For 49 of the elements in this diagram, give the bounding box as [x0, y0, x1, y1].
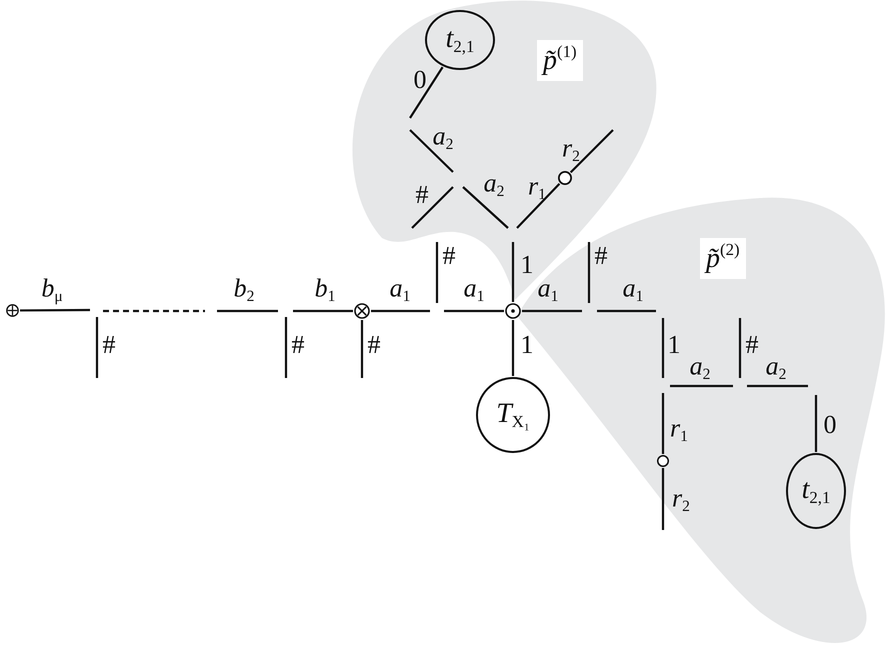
tree-edge: [20, 308, 90, 312]
operator-circle: [505, 303, 521, 319]
tree-edge: [444, 310, 504, 312]
tree-ellipse: t$_{2,1}$: [786, 453, 846, 529]
branch-label: a$_{2}$: [690, 353, 710, 383]
tree-edge: [512, 242, 514, 302]
tree-edge: [409, 66, 444, 119]
branch-label: #: [102, 332, 116, 358]
edge-label: a$_{1}$: [464, 275, 484, 305]
branch-label: a$_{2}$: [432, 123, 454, 153]
operator-circle: [6, 304, 19, 317]
edge-label: #: [368, 332, 380, 358]
tree-edge: [516, 183, 560, 229]
branch-label: a$_{2}$: [766, 353, 786, 383]
operator-circle: [354, 303, 370, 319]
branch-label: a$_{1}$: [622, 275, 644, 305]
tree-edge: [371, 310, 430, 312]
edge-label: r$_{1}$: [670, 415, 688, 445]
edge-label: r$_{2}$: [562, 135, 580, 165]
edge-label: b$_{1}$: [314, 275, 336, 305]
tree-edge: [814, 395, 818, 452]
region-label: p̃$^{(2)}$: [700, 238, 746, 280]
edge-label: r$_{2}$: [672, 485, 690, 515]
tree-ellipse: T$_{X₁}$: [476, 377, 550, 453]
tree-edge: [522, 310, 582, 312]
branch-label: b$_{2}$: [234, 275, 254, 305]
tree-edge: [512, 320, 514, 376]
branch-label: #: [292, 332, 304, 358]
edge-label: b$_{μ}$: [41, 275, 63, 305]
edge-label: r$_{1}$: [528, 173, 546, 203]
edge-label: 1: [520, 252, 534, 278]
tree-edge: [662, 393, 664, 454]
tree-edge: [293, 310, 353, 312]
edge-label: 1: [520, 332, 534, 358]
edge-label: 0: [824, 412, 836, 438]
region-label: p̃$^{(1)}$: [537, 40, 583, 82]
branch-label: #: [594, 243, 608, 269]
branch-label: a$_{2}$: [484, 170, 504, 200]
edge-label: a$_{1}$: [390, 275, 410, 305]
tree-edge: [360, 320, 364, 378]
edge-label: a$_{1}$: [538, 275, 558, 305]
tree-ellipse: t$_{2,1}$: [425, 10, 495, 70]
branch-label: 1: [668, 332, 680, 358]
branch-label: #: [746, 332, 758, 358]
branch-label: #: [416, 182, 428, 208]
branch-label: #: [442, 243, 456, 269]
tree-edge: [662, 468, 664, 530]
edge-label: 0: [414, 67, 426, 93]
tree-edge: [570, 129, 614, 174]
